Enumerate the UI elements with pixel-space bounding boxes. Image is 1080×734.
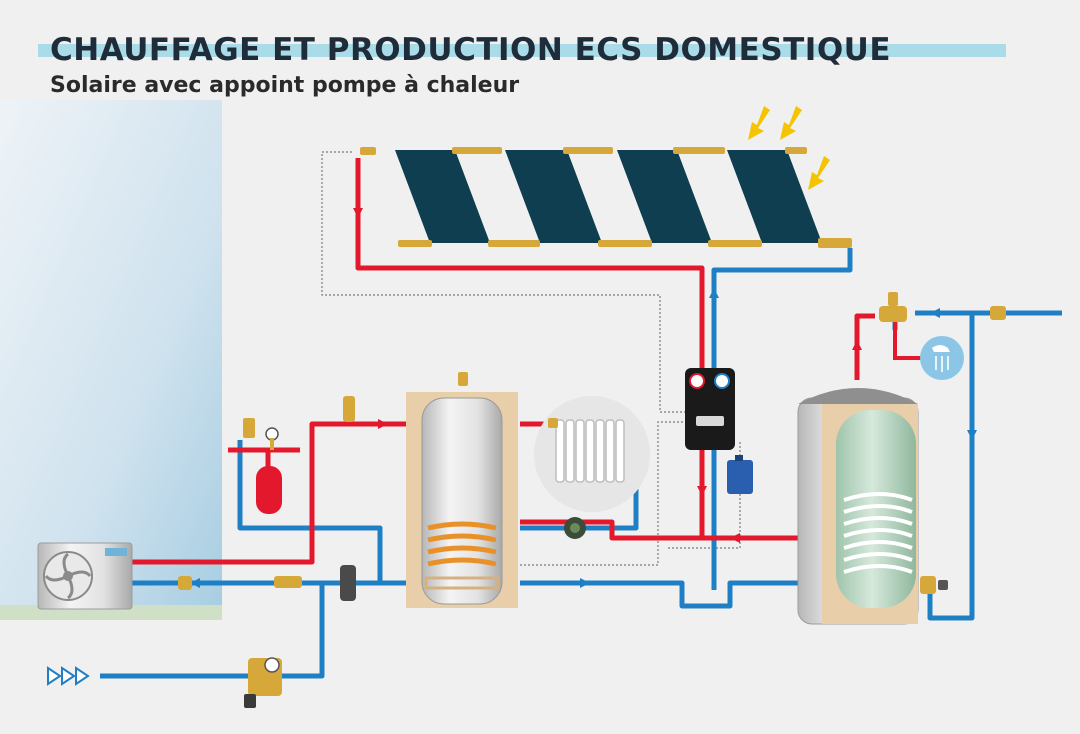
inlet-gauge bbox=[264, 657, 280, 673]
hp-return-valve bbox=[178, 576, 192, 590]
buffer-tank-icon bbox=[406, 392, 518, 608]
filter-on-return bbox=[274, 576, 302, 588]
inlet-arrow-2 bbox=[61, 666, 76, 686]
buffer-coil bbox=[427, 521, 497, 567]
pipe-buffer-to-ecs-return bbox=[520, 580, 805, 609]
pipe-ecs-cold-supply bbox=[927, 313, 975, 621]
flow-arrow-hot-4 bbox=[852, 340, 862, 350]
pipe-radiator-return bbox=[520, 480, 639, 531]
wire-collector-sensor bbox=[321, 151, 688, 413]
page-title: CHAUFFAGE ET PRODUCTION ECS DOMESTIQUE bbox=[50, 32, 892, 68]
expansion-vessel-body bbox=[256, 466, 282, 514]
solar-panel-2 bbox=[505, 150, 602, 243]
sun-arrow-3 bbox=[808, 156, 830, 190]
flow-arrow-cold-5 bbox=[967, 430, 977, 440]
radiator-fins bbox=[555, 419, 625, 483]
circulator-pump-icon bbox=[564, 517, 586, 539]
ecs-coil bbox=[843, 492, 913, 574]
glycol-can-body bbox=[727, 460, 753, 494]
pipe-hp-supply bbox=[120, 421, 410, 565]
pump-station-display bbox=[696, 416, 724, 426]
pipe-cold-inlet bbox=[100, 583, 325, 679]
radiator-icon bbox=[534, 396, 650, 512]
air-vent-buffer bbox=[458, 372, 468, 386]
ecs-safety-group-body bbox=[920, 576, 936, 594]
flow-arrows bbox=[190, 208, 977, 588]
pipe-ecs-hot-out bbox=[854, 313, 875, 380]
sun-arrow-1 bbox=[748, 106, 770, 140]
solar-collector-icon bbox=[360, 147, 852, 248]
solar-panel-1 bbox=[395, 150, 490, 243]
flow-arrow-hot-5 bbox=[730, 533, 740, 543]
cold-water-inlet-icon bbox=[47, 657, 282, 708]
flow-arrow-hot-2 bbox=[697, 486, 707, 496]
glycol-can-cap bbox=[735, 455, 743, 461]
safety-group-icon bbox=[920, 576, 948, 594]
page-subtitle: Solaire avec appoint pompe à chaleur bbox=[50, 73, 520, 98]
cold-pipes bbox=[100, 248, 1062, 679]
flow-arrow-cold-4 bbox=[930, 308, 940, 318]
cold-mains-fitting bbox=[990, 306, 1006, 320]
flow-arrow-cold-1 bbox=[709, 288, 719, 298]
heat-pump-icon bbox=[37, 542, 133, 610]
heat-pump-fan-blades bbox=[44, 552, 92, 600]
sun-arrow-icon bbox=[748, 106, 830, 190]
mixing-valve-body bbox=[879, 306, 907, 322]
pipe-to-shower bbox=[893, 322, 924, 360]
flow-arrow-cold-2 bbox=[190, 578, 200, 588]
safety-valve-buffer bbox=[343, 396, 355, 422]
circulator-pump-face bbox=[570, 523, 580, 533]
outdoor-area bbox=[0, 100, 222, 620]
ecs-safety-group-valve bbox=[938, 580, 948, 590]
solar-pump-station-icon bbox=[685, 368, 735, 450]
sun-arrow-2 bbox=[780, 106, 802, 140]
flow-arrow-hot-1 bbox=[353, 208, 363, 218]
buffer-tank-bottom-band bbox=[424, 576, 500, 590]
dirt-separator bbox=[340, 565, 356, 601]
flow-arrow-cold-3 bbox=[580, 578, 590, 588]
glycol-can-icon bbox=[727, 455, 753, 494]
shower-head bbox=[932, 345, 950, 352]
wire-buffer-sensor bbox=[520, 421, 690, 566]
radiator-valve bbox=[548, 418, 558, 428]
ecs-tank-top bbox=[798, 388, 918, 404]
solar-panel-4 bbox=[727, 150, 822, 243]
flow-arrow-hot-3 bbox=[378, 419, 388, 429]
pressure-gauge-left-stem bbox=[270, 438, 274, 450]
collector-fittings bbox=[360, 147, 852, 248]
solar-panel-3 bbox=[617, 150, 712, 243]
safety-valve-left bbox=[243, 418, 255, 438]
title-highlight-bar bbox=[38, 44, 1006, 57]
heat-pump-display bbox=[105, 548, 127, 556]
mixing-valve-icon bbox=[879, 292, 907, 322]
ecs-tank-icon bbox=[797, 388, 919, 625]
expansion-vessel-icon bbox=[243, 418, 282, 514]
mixing-valve-head bbox=[888, 292, 898, 306]
inlet-arrow-1 bbox=[47, 666, 62, 686]
inlet-drain bbox=[244, 694, 256, 708]
buffer-tank-shell bbox=[421, 397, 503, 605]
inlet-arrow-3 bbox=[75, 666, 90, 686]
shower-icon bbox=[920, 336, 964, 380]
header: CHAUFFAGE ET PRODUCTION ECS DOMESTIQUE S… bbox=[38, 28, 1018, 108]
shower-drops bbox=[935, 356, 949, 372]
pump-station-gauge-blue bbox=[714, 373, 730, 389]
pump-station-gauge-red bbox=[689, 373, 705, 389]
